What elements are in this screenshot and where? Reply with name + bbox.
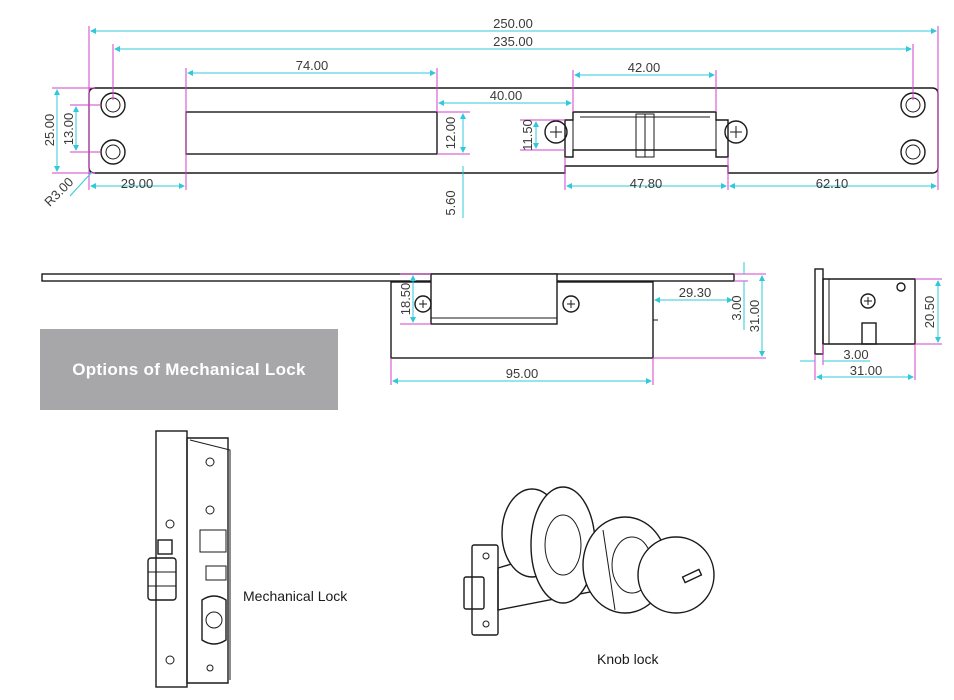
dim-lock-to-end: 62.10: [816, 176, 849, 191]
top-dimension-lines: [54, 28, 937, 218]
dim-plate-height: 25.00: [42, 114, 57, 147]
side-dimension-lines: [392, 262, 765, 384]
top-dimension-labels: 250.00 235.00 74.00 42.00 40.00 25.00 13…: [41, 16, 848, 216]
dim-end-view-depth: 31.00: [850, 363, 883, 378]
side-view: 18.50 29.30 3.00 31.00 95.00: [41, 262, 766, 385]
latch-slot: [185, 111, 438, 155]
dim-slot-to-lock-gap: 40.00: [490, 88, 523, 103]
dim-end-to-slot: 29.00: [121, 176, 154, 191]
dim-slot-bottom-offset: 5.60: [443, 190, 458, 215]
top-view: 250.00 235.00 74.00 42.00 40.00 25.00 13…: [41, 16, 939, 218]
end-view: 20.50 3.00 31.00: [800, 268, 942, 380]
dim-corner-radius: R3.00: [41, 174, 76, 209]
dim-hole-span: 235.00: [493, 34, 533, 49]
dim-end-view-height: 20.50: [922, 296, 937, 329]
dim-slot-height: 12.00: [443, 117, 458, 150]
side-extension-lines: [390, 273, 766, 385]
knob-lock-label: Knob lock: [597, 651, 659, 667]
dim-slot-length: 74.00: [296, 58, 329, 73]
dim-side-plate-thickness: 3.00: [729, 295, 744, 320]
side-dimension-labels: 18.50 29.30 3.00 31.00 95.00: [398, 283, 762, 381]
dim-side-body-height: 18.50: [398, 283, 413, 316]
side-lock-block: [430, 273, 558, 325]
end-plate: [814, 268, 824, 355]
knob-lock-illustration: [463, 486, 715, 636]
options-title: Options of Mechanical Lock: [72, 359, 306, 379]
options-banner: Options of Mechanical Lock: [40, 329, 338, 410]
dim-hole-spacing: 13.00: [61, 113, 76, 146]
mechanical-lock-label: Mechanical Lock: [243, 588, 348, 604]
end-dimension-lines: [800, 280, 941, 380]
lock-body-top: [544, 111, 748, 158]
dim-screw-hole-offset: 11.50: [520, 119, 535, 151]
dim-side-right-gap: 29.30: [679, 285, 712, 300]
dim-side-body-length: 95.00: [506, 366, 539, 381]
dim-lock-body-width: 42.00: [628, 60, 661, 75]
dim-overall-length: 250.00: [493, 16, 533, 31]
end-body: [822, 278, 916, 345]
dim-end-view-plate: 3.00: [843, 347, 868, 362]
dim-side-total-depth: 31.00: [747, 300, 762, 333]
mechanical-lock-illustration: [147, 430, 231, 688]
side-plate: [41, 273, 735, 282]
top-extension-lines: [52, 26, 939, 190]
dim-lock-base-width: 47.80: [630, 176, 663, 191]
end-dimension-labels: 20.50 3.00 31.00: [843, 296, 937, 378]
